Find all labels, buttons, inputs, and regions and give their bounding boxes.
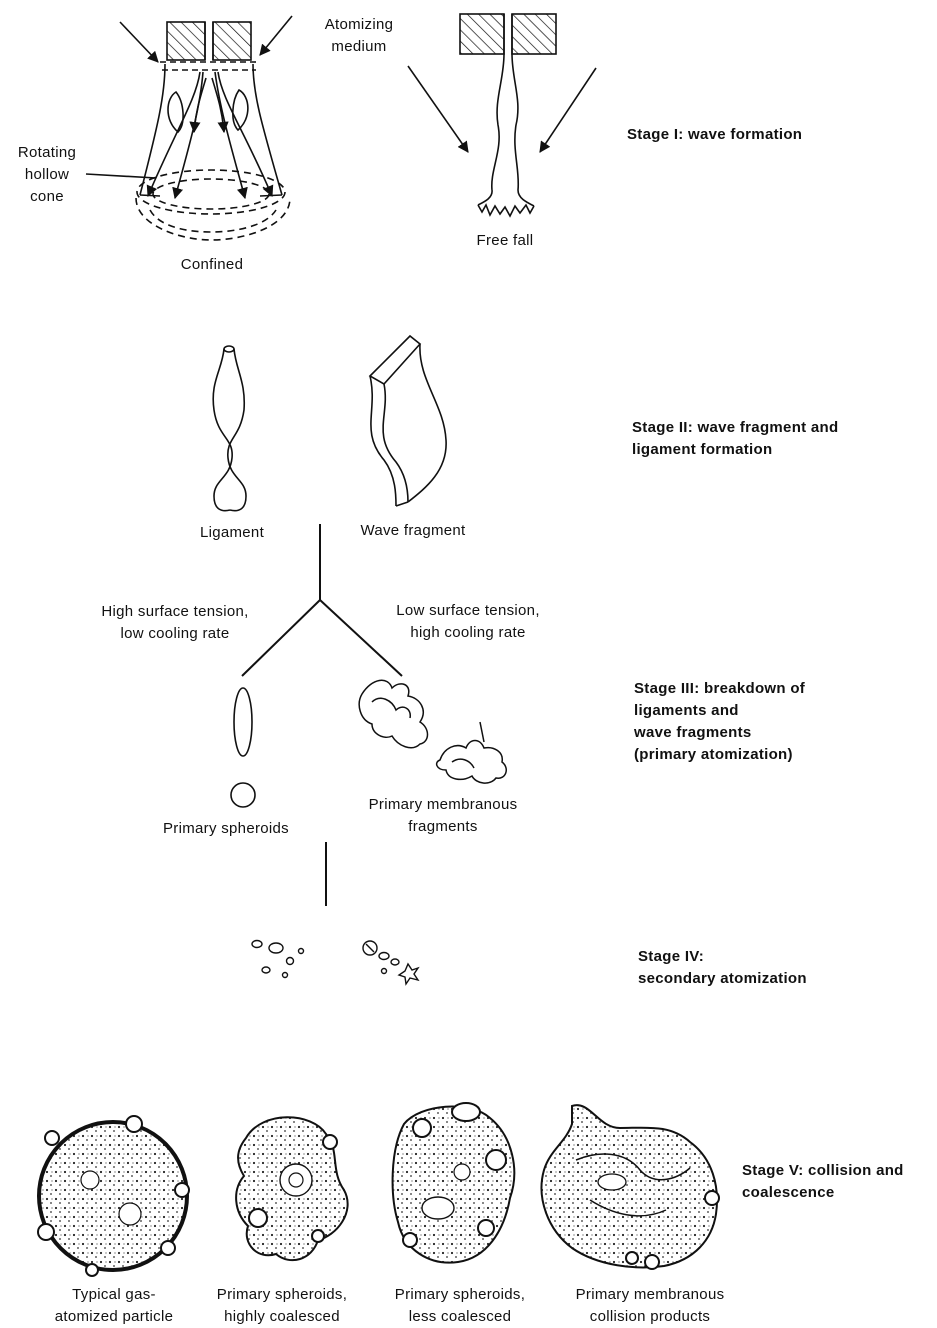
- high-surface-tension-label: High surface tension, low cooling rate: [80, 601, 270, 645]
- stage-4-title: Stage IV: secondary atomization: [638, 946, 807, 990]
- primary-spheroids-label: Primary spheroids: [140, 818, 312, 840]
- particle-label-less-coalesced: Primary spheroids, less coalesced: [376, 1284, 544, 1328]
- branch-lines: [242, 524, 402, 906]
- particle-typical-gas-atomized: [38, 1116, 189, 1276]
- membranous-fragments-shapes: [359, 680, 506, 783]
- low-surface-tension-label: Low surface tension, high cooling rate: [370, 600, 566, 644]
- stage-2-title: Stage II: wave fragment and ligament for…: [632, 417, 838, 461]
- particle-label-membranous-collision: Primary membranous collision products: [552, 1284, 748, 1328]
- wave-fragment-shape: [370, 336, 446, 506]
- particle-highly-coalesced: [236, 1117, 348, 1260]
- stage-3-title: Stage III: breakdown of ligaments and wa…: [634, 678, 805, 766]
- particle-membranous-collision: [542, 1105, 719, 1269]
- particle-label-typical: Typical gas- atomized particle: [24, 1284, 204, 1328]
- atomizing-medium-label: Atomizing medium: [300, 14, 418, 58]
- primary-membranous-fragments-label: Primary membranous fragments: [342, 794, 544, 838]
- confined-label: Confined: [152, 254, 272, 276]
- ligament-label: Ligament: [172, 522, 292, 544]
- rotating-hollow-cone-label: Rotating hollow cone: [2, 142, 92, 208]
- wave-fragment-label: Wave fragment: [338, 520, 488, 542]
- stage-1-title: Stage I: wave formation: [627, 124, 802, 146]
- ligament-shape: [213, 346, 246, 511]
- stage-5-title: Stage V: collision and coalescence: [742, 1160, 904, 1204]
- primary-spheroids-shapes: [231, 688, 255, 807]
- free-fall-label: Free fall: [450, 230, 560, 252]
- confined-nozzle: [86, 16, 292, 240]
- particle-less-coalesced: [393, 1103, 515, 1263]
- particle-label-highly-coalesced: Primary spheroids, highly coalesced: [196, 1284, 368, 1328]
- free-fall-nozzle: [408, 14, 596, 216]
- secondary-droplets: [252, 941, 418, 985]
